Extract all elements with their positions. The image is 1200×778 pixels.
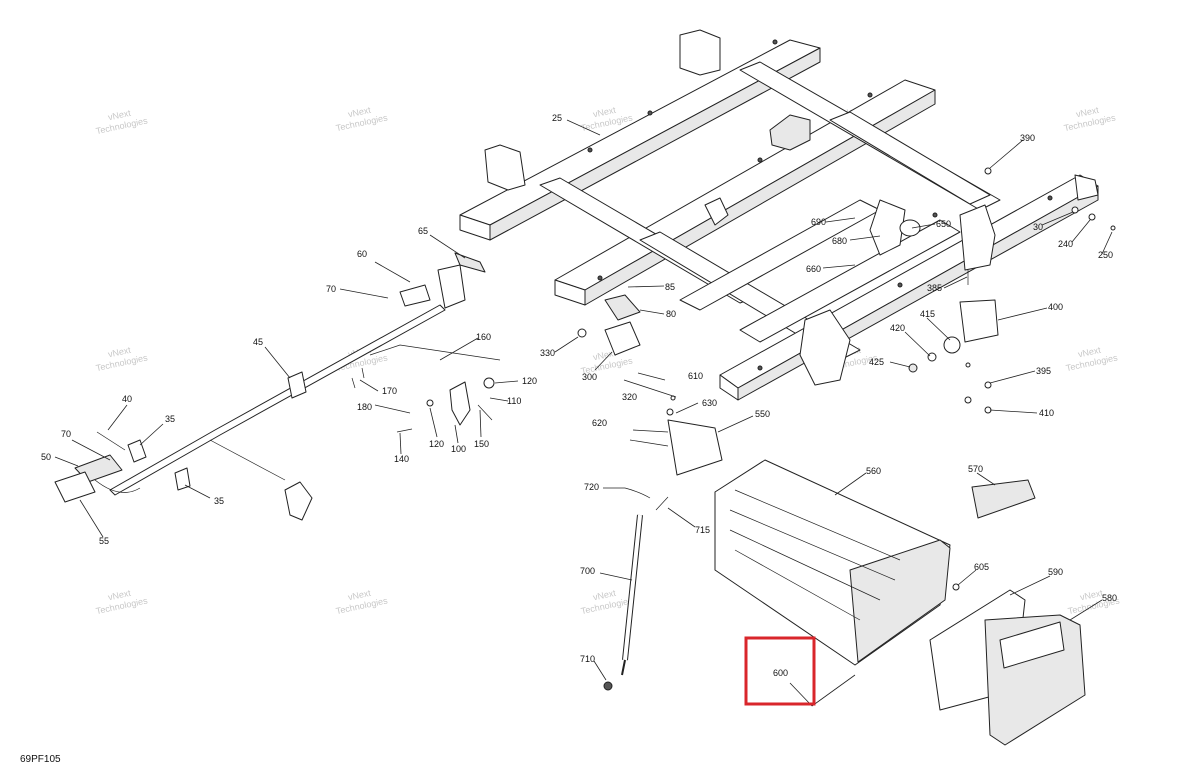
svg-text:vNext: vNext: [592, 588, 617, 603]
center-brackets[interactable]: [577, 294, 723, 476]
label-385[interactable]: 385: [927, 283, 942, 293]
label-690[interactable]: 690: [811, 217, 826, 227]
svg-text:vNext: vNext: [107, 588, 132, 603]
watermark: vNext Technologies: [580, 588, 634, 616]
highlight-box-600[interactable]: [744, 636, 816, 706]
diagram-reference-code: 69PF105: [20, 754, 61, 765]
frame-assembly[interactable]: [459, 29, 1099, 401]
label-85[interactable]: 85: [665, 282, 675, 292]
label-620[interactable]: 620: [592, 418, 607, 428]
label-300[interactable]: 300: [582, 372, 597, 382]
label-420[interactable]: 420: [890, 323, 905, 333]
label-550[interactable]: 550: [755, 409, 770, 419]
label-400[interactable]: 400: [1048, 302, 1063, 312]
watermark: vNext Technologies: [95, 345, 149, 373]
svg-text:vNext: vNext: [592, 105, 617, 120]
watermark: vNext Technologies: [1063, 105, 1117, 133]
label-700[interactable]: 700: [580, 566, 595, 576]
svg-text:vNext: vNext: [347, 588, 372, 603]
label-180[interactable]: 180: [357, 402, 372, 412]
label-160[interactable]: 160: [476, 332, 491, 342]
label-45[interactable]: 45: [253, 337, 263, 347]
label-110[interactable]: 110: [507, 396, 521, 406]
label-560[interactable]: 560: [866, 466, 881, 476]
watermark: vNext Technologies: [1065, 345, 1119, 373]
label-410[interactable]: 410: [1039, 408, 1054, 418]
label-120-right[interactable]: 120: [522, 376, 537, 386]
label-70-top[interactable]: 70: [326, 284, 336, 294]
svg-text:vNext: vNext: [107, 108, 132, 123]
svg-text:vNext: vNext: [347, 105, 372, 120]
label-590[interactable]: 590: [1048, 567, 1063, 577]
label-610[interactable]: 610: [688, 371, 703, 381]
leader-lines: [54, 119, 1113, 707]
label-580[interactable]: 580: [1102, 593, 1117, 603]
svg-text:vNext: vNext: [1075, 105, 1100, 120]
label-600[interactable]: 600: [773, 668, 788, 678]
watermark: vNext Technologies: [95, 108, 149, 136]
label-25[interactable]: 25: [552, 113, 562, 123]
svg-text:vNext: vNext: [592, 348, 617, 363]
label-250[interactable]: 250: [1098, 250, 1113, 260]
gas-strut[interactable]: [603, 487, 669, 691]
label-425[interactable]: 425: [869, 357, 884, 367]
label-50[interactable]: 50: [41, 452, 51, 462]
label-35-bottom[interactable]: 35: [214, 496, 224, 506]
label-140[interactable]: 140: [394, 454, 409, 464]
label-630[interactable]: 630: [702, 398, 717, 408]
label-80[interactable]: 80: [666, 309, 676, 319]
svg-text:vNext: vNext: [1077, 345, 1102, 360]
label-570[interactable]: 570: [968, 464, 983, 474]
svg-text:vNext: vNext: [107, 345, 132, 360]
watermark: vNext Technologies: [95, 588, 149, 616]
label-390[interactable]: 390: [1020, 133, 1035, 143]
label-415[interactable]: 415: [920, 309, 935, 319]
label-660[interactable]: 660: [806, 264, 821, 274]
part-labels: 25 390 30 240 250 690 680 650 660 385 40…: [41, 113, 1117, 678]
label-30[interactable]: 30: [1033, 222, 1043, 232]
label-55[interactable]: 55: [99, 536, 109, 546]
label-150[interactable]: 150: [474, 439, 489, 449]
latch-linkage-assembly[interactable]: [54, 252, 501, 521]
label-710[interactable]: 710: [580, 654, 595, 664]
label-170[interactable]: 170: [382, 386, 397, 396]
label-330[interactable]: 330: [540, 348, 555, 358]
label-120-left[interactable]: 120: [429, 439, 444, 449]
label-715[interactable]: 715: [695, 525, 710, 535]
label-240[interactable]: 240: [1058, 239, 1073, 249]
watermark: vNext Technologies: [335, 105, 389, 133]
label-100[interactable]: 100: [451, 444, 466, 454]
label-65[interactable]: 65: [418, 226, 428, 236]
svg-text:vNext: vNext: [1079, 588, 1104, 603]
label-605[interactable]: 605: [974, 562, 989, 572]
watermark: vNext Technologies: [335, 588, 389, 616]
watermarks: vNext Technologies vNext Technologies vN…: [95, 105, 1121, 616]
label-395[interactable]: 395: [1036, 366, 1051, 376]
label-680[interactable]: 680: [832, 236, 847, 246]
label-320[interactable]: 320: [622, 392, 637, 402]
label-720[interactable]: 720: [584, 482, 599, 492]
label-35-top[interactable]: 35: [165, 414, 175, 424]
storage-box[interactable]: [714, 459, 1086, 746]
right-brackets[interactable]: [869, 167, 1116, 414]
label-60[interactable]: 60: [357, 249, 367, 259]
label-70-bottom[interactable]: 70: [61, 429, 71, 439]
label-40[interactable]: 40: [122, 394, 132, 404]
label-650[interactable]: 650: [936, 219, 951, 229]
